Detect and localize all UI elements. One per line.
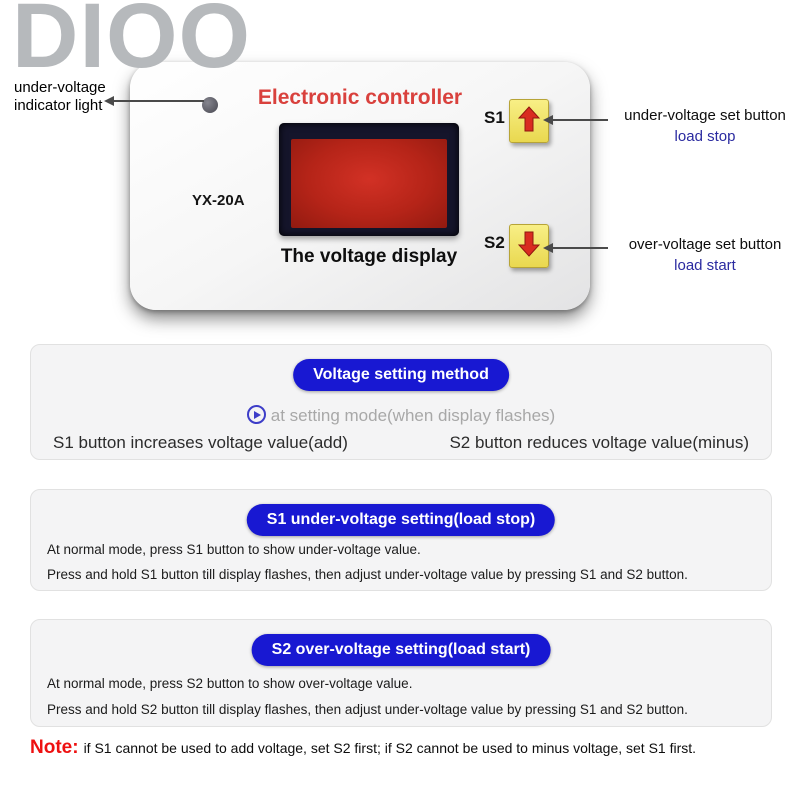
indicator-callout-line2: indicator light — [14, 97, 103, 114]
led-display — [279, 123, 459, 236]
s1-setting-line2: Press and hold S1 button till display fl… — [47, 567, 688, 582]
s2-instruction: S2 button reduces voltage value(minus) — [449, 433, 749, 452]
s1-callout-sub: load stop — [674, 128, 736, 145]
s2-callout-sub: load start — [674, 257, 736, 274]
section-voltage-setting: Voltage setting method at setting mode(w… — [30, 344, 772, 460]
s2-callout-label: over-voltage set button — [628, 236, 782, 253]
indicator-callout-line — [114, 100, 204, 102]
s2-callout-line — [552, 247, 608, 249]
mode-text: at setting mode(when display flashes) — [270, 406, 556, 425]
s1-label: S1 — [484, 108, 505, 127]
model-label: YX-20A — [192, 192, 245, 209]
indicator-callout-label: under-voltage indicator light — [14, 79, 106, 115]
s2-setting-line1: At normal mode, press S2 button to show … — [47, 676, 413, 691]
left-arrowhead-icon — [104, 96, 114, 106]
s2-arrowhead-icon — [543, 243, 553, 253]
note-text: if S1 cannot be used to add voltage, set… — [83, 740, 697, 756]
under-voltage-indicator-light — [202, 97, 218, 113]
play-circle-icon — [246, 405, 266, 424]
section-s1-setting: S1 under-voltage setting(load stop) At n… — [30, 489, 772, 591]
led-screen — [291, 139, 447, 228]
s2-label: S2 — [484, 233, 505, 252]
mode-line: at setting mode(when display flashes) — [31, 405, 771, 426]
indicator-callout-line1: under-voltage — [14, 79, 106, 96]
device-body: Electronic controller YX-20A The voltage… — [130, 62, 590, 310]
s1-instruction: S1 button increases voltage value(add) — [53, 433, 348, 452]
s1-callout-line — [552, 119, 608, 121]
s1-setting-pill: S1 under-voltage setting(load stop) — [246, 504, 556, 536]
watermark: DIOO — [12, 0, 252, 87]
note-label: Note: — [30, 737, 79, 758]
note: Note:if S1 cannot be used to add voltage… — [30, 737, 696, 759]
s1-arrowhead-icon — [543, 115, 553, 125]
section-s2-setting: S2 over-voltage setting(load start) At n… — [30, 619, 772, 727]
s2-setting-pill: S2 over-voltage setting(load start) — [251, 634, 551, 666]
s1-callout: under-voltage set button load stop — [618, 107, 792, 145]
down-arrow-icon — [517, 231, 541, 262]
up-arrow-icon — [517, 105, 541, 137]
voltage-setting-pill: Voltage setting method — [293, 359, 509, 391]
device-title: Electronic controller — [257, 86, 463, 109]
button-instructions-row: S1 button increases voltage value(add) S… — [31, 433, 771, 453]
s1-setting-line1: At normal mode, press S1 button to show … — [47, 542, 421, 557]
s1-button — [509, 99, 549, 143]
s1-callout-label: under-voltage set button — [624, 107, 786, 124]
s2-setting-line2: Press and hold S2 button till display fl… — [47, 702, 688, 717]
display-caption: The voltage display — [280, 246, 458, 267]
s2-callout: over-voltage set button load start — [618, 236, 792, 274]
